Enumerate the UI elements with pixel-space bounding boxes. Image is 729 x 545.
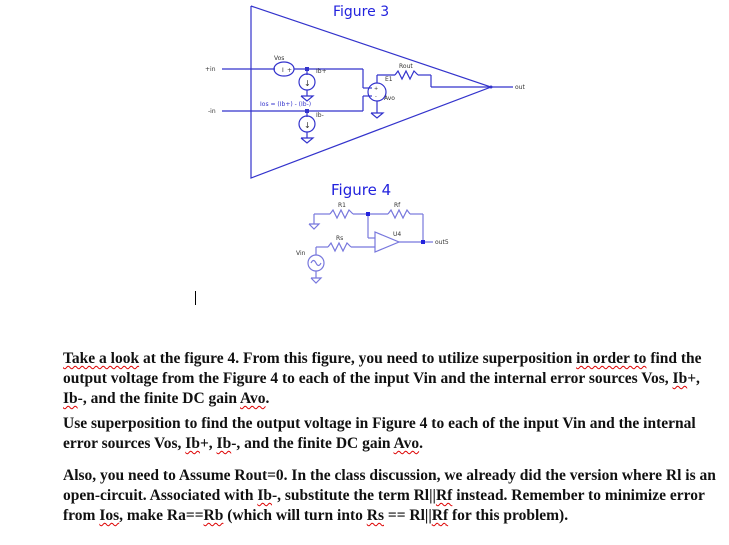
paragraph-1: Take a look at the figure 4. From this f… bbox=[63, 350, 702, 407]
svg-text:+: + bbox=[374, 86, 378, 92]
svg-text:I: I bbox=[282, 67, 284, 74]
vos-label: Vos bbox=[274, 55, 284, 62]
text-cursor bbox=[195, 291, 196, 305]
ib-minus-label: Ib- bbox=[316, 112, 324, 119]
r1-resistor-icon bbox=[329, 208, 354, 220]
out5-label: out5 bbox=[435, 239, 449, 246]
figure-3-title: Figure 3 bbox=[333, 4, 389, 20]
svg-text:↓: ↓ bbox=[304, 79, 311, 88]
svg-text:-: - bbox=[375, 94, 377, 100]
r1-label: R1 bbox=[338, 202, 346, 209]
ground-icon bbox=[300, 137, 315, 144]
minus-in-label: -in bbox=[208, 108, 216, 115]
ground-icon bbox=[308, 223, 321, 230]
e1-label: E1 bbox=[385, 76, 393, 83]
figure-3 bbox=[222, 5, 513, 179]
figure-4 bbox=[307, 208, 433, 284]
paragraph-2: Use superposition to find the output vol… bbox=[63, 415, 696, 452]
paragraph-3: Also, you need to Assume Rout=0. In the … bbox=[63, 467, 716, 524]
rout-label: Rout bbox=[399, 63, 413, 70]
opamp-triangle bbox=[250, 5, 493, 179]
ios-equation-label: Ios = (Ib+) - (Ib-) bbox=[260, 101, 311, 108]
rout-resistor-icon bbox=[394, 69, 419, 81]
u4-opamp-icon bbox=[374, 231, 401, 253]
figures-diagram: +in -in Vos Ib+ Ib- Ios = (Ib+) - (Ib-) … bbox=[205, 4, 525, 284]
svg-text:↓: ↓ bbox=[304, 121, 311, 130]
rf-label: Rf bbox=[394, 202, 401, 209]
rs-resistor-icon bbox=[327, 241, 352, 253]
rf-resistor-icon bbox=[387, 208, 411, 220]
figure-4-title: Figure 4 bbox=[331, 181, 391, 199]
ground-icon bbox=[310, 277, 323, 284]
ib-plus-label: Ib+ bbox=[316, 68, 327, 75]
avo-label: Avo bbox=[384, 95, 395, 102]
u4-label: U4 bbox=[393, 231, 401, 238]
out-label: out bbox=[515, 84, 525, 91]
svg-text:+: + bbox=[287, 67, 292, 74]
ground-icon bbox=[370, 112, 385, 119]
ground-icon bbox=[300, 95, 315, 102]
rs-label: Rs bbox=[336, 235, 343, 242]
plus-in-label: +in bbox=[205, 66, 216, 73]
vin-label: Vin bbox=[296, 250, 306, 257]
